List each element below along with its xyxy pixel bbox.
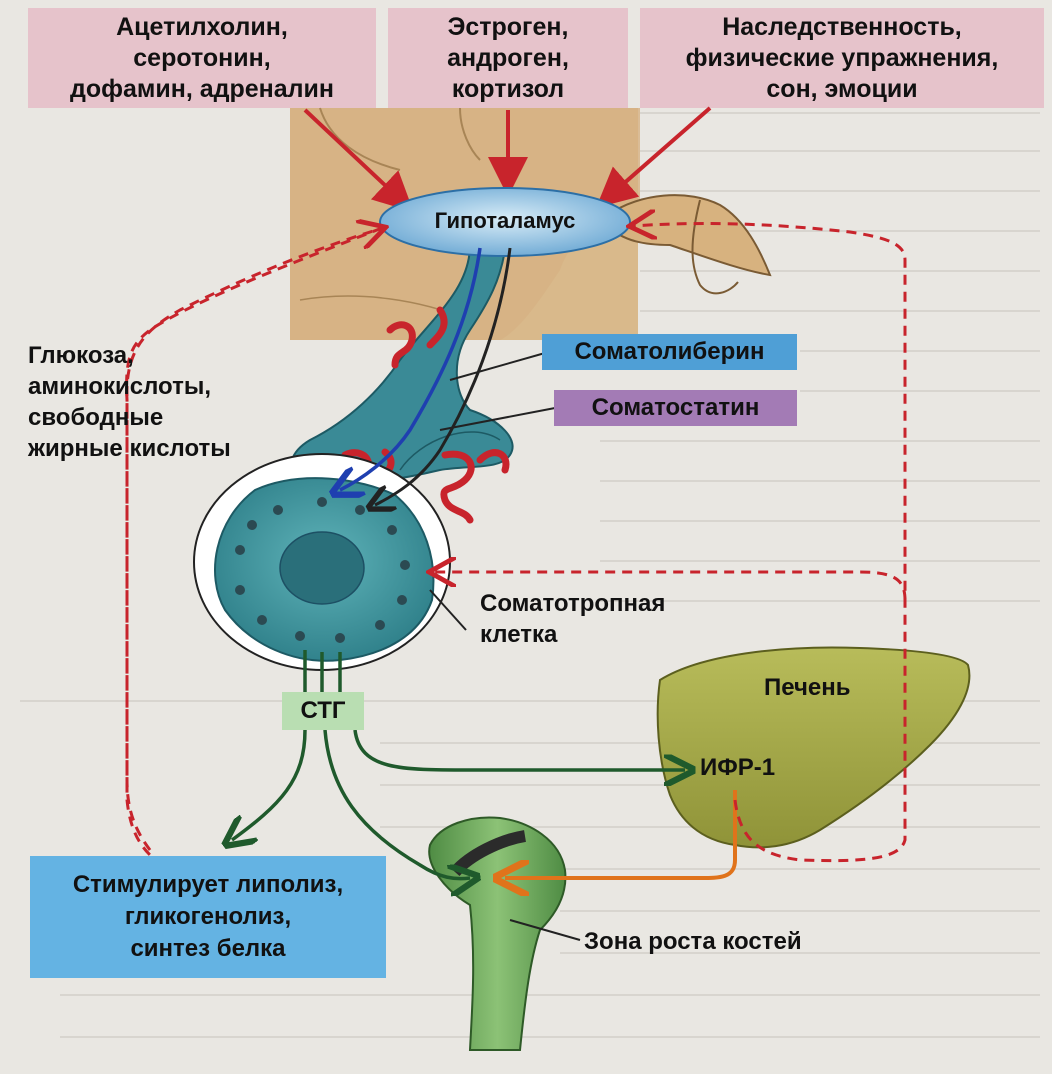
somatoliberin-tag: Соматолиберин	[542, 334, 797, 370]
liver-label: Печень	[764, 672, 851, 703]
hypothalamus-label: Гипоталамус	[404, 208, 606, 234]
stg-tag: СТГ	[282, 692, 364, 730]
nutrients-label: Глюкоза, аминокислоты, свободные жирные …	[28, 340, 231, 464]
somatotropic-cell-drawing	[194, 454, 450, 670]
somatostatin-label: Соматостатин	[592, 394, 760, 422]
somatoliberin-label: Соматолиберин	[574, 338, 764, 366]
stg-label: СТГ	[301, 697, 346, 725]
effects-text: Стимулирует липолиз, гликогенолиз, синте…	[73, 869, 343, 965]
igf1-label: ИФР-1	[700, 752, 775, 783]
growth-zone-label: Зона роста костей	[584, 926, 802, 957]
bone-drawing	[429, 817, 565, 1050]
somatotropic-cell-label: Соматотропная клетка	[480, 588, 665, 650]
effects-box: Стимулирует липолиз, гликогенолиз, синте…	[30, 856, 386, 978]
somatostatin-tag: Соматостатин	[554, 390, 797, 426]
